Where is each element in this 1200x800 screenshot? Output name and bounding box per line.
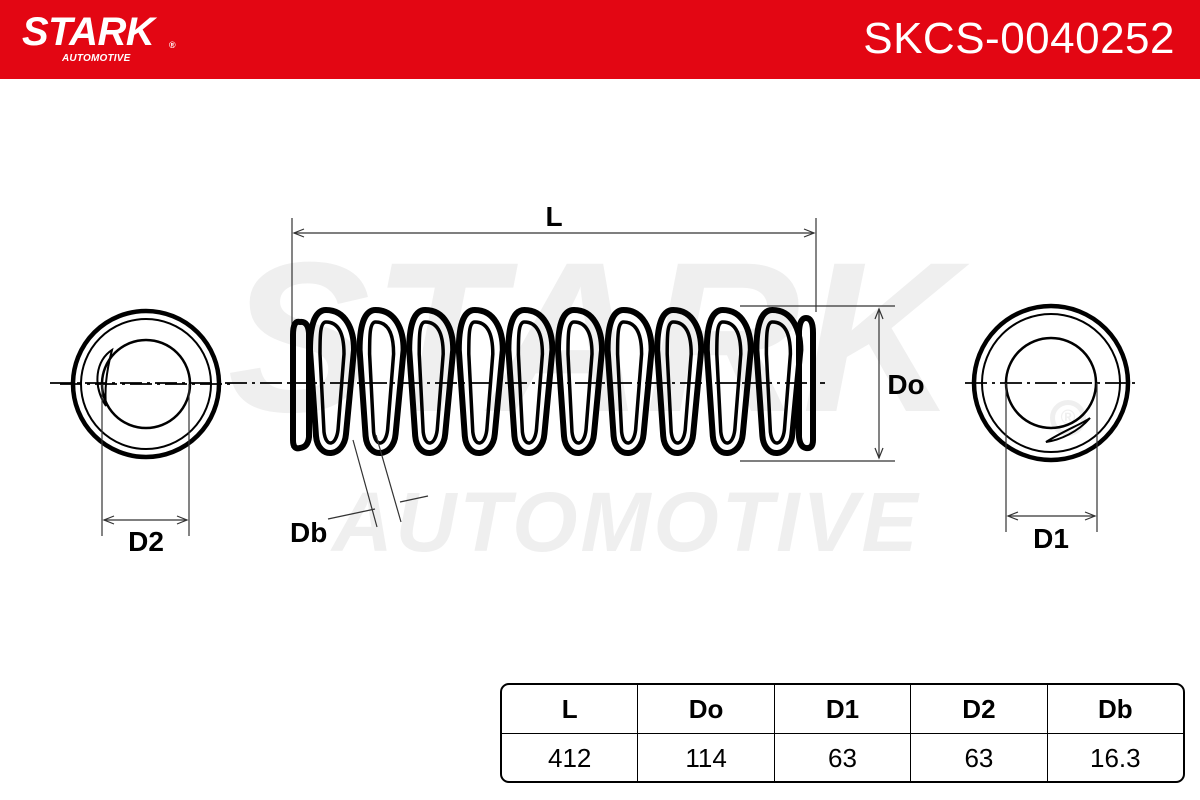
spring-coil-inner: [715, 320, 743, 445]
spring-coil: [406, 307, 457, 456]
spring-coil-inner: [417, 320, 445, 445]
brand-registered-mark: ®: [169, 40, 176, 50]
spec-table-header-row: L Do D1 D2 Db: [502, 685, 1183, 734]
label-outer-diameter: Do: [887, 369, 924, 400]
label-d2: D2: [128, 526, 164, 557]
spring-side-view: [50, 307, 825, 456]
spring-coil: [555, 307, 605, 456]
value-cell-db: 16.3: [1090, 742, 1141, 773]
brand-logo: STARK: [22, 10, 155, 54]
value-cell-do: 114: [638, 734, 775, 781]
spec-table-value-row: 412 114 63 63 16.3: [502, 734, 1183, 781]
spring-coil-inner: [318, 320, 346, 445]
spring-coil: [455, 307, 506, 456]
header-cell-l: L: [502, 685, 639, 733]
label-length: L: [545, 201, 562, 232]
brand-tagline: AUTOMOTIVE: [62, 53, 131, 64]
header-cell-d2: D2: [911, 685, 1048, 733]
value-cell-d1: 63: [775, 734, 912, 781]
value-cell-d2: 63: [911, 734, 1048, 781]
spring-coil: [356, 307, 407, 456]
spring-coil-inner: [764, 320, 793, 445]
spring-coil: [703, 307, 754, 456]
end-view-d1: [965, 303, 1135, 532]
header-cell-d1: D1: [775, 685, 912, 733]
spring-coil-inner: [566, 320, 594, 445]
spring-coil: [604, 307, 655, 456]
spring-coil-inner: [516, 320, 545, 445]
spring-coil-inner: [615, 320, 644, 445]
header-bar: STARK ® AUTOMOTIVE SKCS-0040252: [0, 0, 1200, 79]
dimension-wire: [327, 434, 429, 528]
spring-coil-inner: [367, 320, 396, 445]
spring-coil-inner: [467, 320, 495, 445]
spring-coil: [505, 307, 556, 456]
header-cell-db: Db: [1097, 693, 1133, 724]
spec-table: L Do D1 D2 Db 412 114 63 63 16.3: [500, 683, 1185, 783]
header-cell-do: Do: [638, 685, 775, 733]
label-wire: Db: [290, 517, 327, 548]
spring-coil: [307, 307, 357, 456]
spring-end-cap: [796, 315, 816, 452]
watermark-tagline: AUTOMOTIVE: [332, 475, 921, 569]
dimension-outer-diameter: [740, 305, 895, 462]
label-d1: D1: [1033, 523, 1069, 554]
end-view-d2: [60, 308, 232, 536]
spring-end-cap: [290, 318, 312, 452]
spring-coil-inner: [665, 320, 693, 445]
spring-coil: [753, 307, 804, 456]
part-number: SKCS-0040252: [863, 14, 1175, 63]
value-cell-l: 412: [502, 734, 639, 781]
spring-coil: [654, 307, 705, 456]
